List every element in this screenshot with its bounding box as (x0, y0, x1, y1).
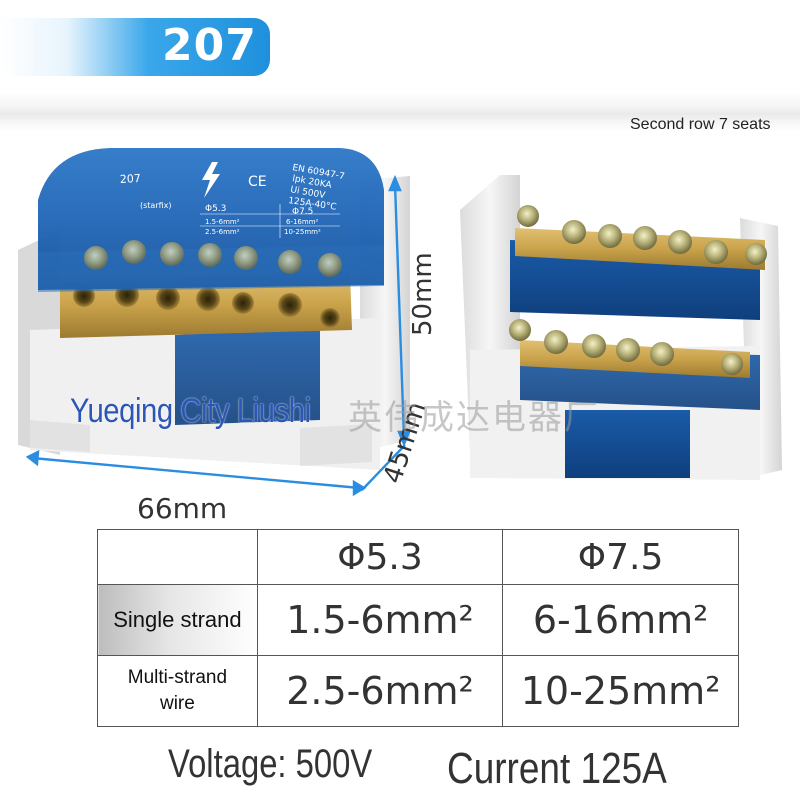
spec-header-row: Φ5.3 Φ7.5 (97, 529, 739, 585)
cover-s2: 6-16mm² (286, 218, 319, 226)
lightning-icon (202, 162, 220, 198)
right-device (460, 175, 782, 480)
blurred-caption-strip (0, 92, 800, 132)
spec-header-d2: Φ7.5 (502, 529, 739, 585)
spec-cell: 1.5-6mm² (256, 584, 504, 656)
height-arrow-bottom (397, 430, 411, 448)
left-device: 207 CE EN 60947-7 lpk 20KA Ui 500V 125A-… (18, 148, 411, 497)
depth-dimension-line (361, 444, 406, 491)
blue-base-slab (175, 328, 320, 425)
cover-brand: (starfix) (140, 201, 172, 210)
cover-m1: 2.5-6mm² (205, 228, 240, 236)
cover-d2: Φ7.5 (292, 207, 313, 217)
spec-header-d1: Φ5.3 (256, 529, 504, 585)
width-dimension-label: 66mm (137, 492, 228, 525)
model-number: 207 (162, 20, 257, 71)
current-rating: Current 125A (447, 744, 667, 793)
spec-cell: 10-25mm² (502, 655, 739, 727)
lower-screws (509, 319, 743, 375)
width-arrow-right (352, 479, 367, 497)
voltage-rating: Voltage: 500V (168, 742, 373, 786)
watermark-latin: Yueqing City Liushi (70, 392, 311, 430)
base-foot-left (30, 420, 90, 452)
spec-header-empty (97, 529, 258, 585)
second-row-annotation: Second row 7 seats (630, 116, 771, 133)
spec-cell: 6-16mm² (502, 584, 739, 656)
width-dimension-line (31, 456, 361, 490)
height-arrow-top (388, 174, 402, 192)
spec-row-label-line: wire (159, 693, 195, 714)
spec-table: Φ5.3 Φ7.5 Single strand 1.5-6mm² 6-16mm²… (97, 529, 739, 727)
bottom-blue-block (565, 410, 690, 478)
width-arrow-left (25, 449, 40, 467)
cover-m2: 10-25mm² (284, 228, 321, 236)
watermark-cjk: 英伟成达电器厂 (348, 398, 600, 438)
spec-row-label-line: Multi-strand (127, 667, 228, 688)
cover-s1: 1.5-6mm² (205, 218, 240, 226)
cover-model: 207 (119, 172, 141, 186)
dimension-lines (25, 174, 411, 497)
height-dimension-line (393, 183, 406, 439)
ce-mark: CE (248, 174, 267, 190)
spec-row-label: Single strand (97, 584, 258, 656)
base-foot-right (300, 424, 372, 466)
model-badge: 207 (0, 18, 270, 76)
upper-screws (517, 205, 767, 265)
spec-row-label: Multi-strand wire (97, 655, 258, 727)
spec-row-multi-strand: Multi-strand wire 2.5-6mm² 10-25mm² (97, 655, 739, 727)
covered-screws (84, 240, 342, 277)
spec-cell: 2.5-6mm² (256, 655, 504, 727)
height-dimension-label: 50mm (408, 252, 438, 336)
cover-d1: Φ5.3 (205, 204, 226, 214)
spec-row-single-strand: Single strand 1.5-6mm² 6-16mm² (97, 584, 739, 656)
